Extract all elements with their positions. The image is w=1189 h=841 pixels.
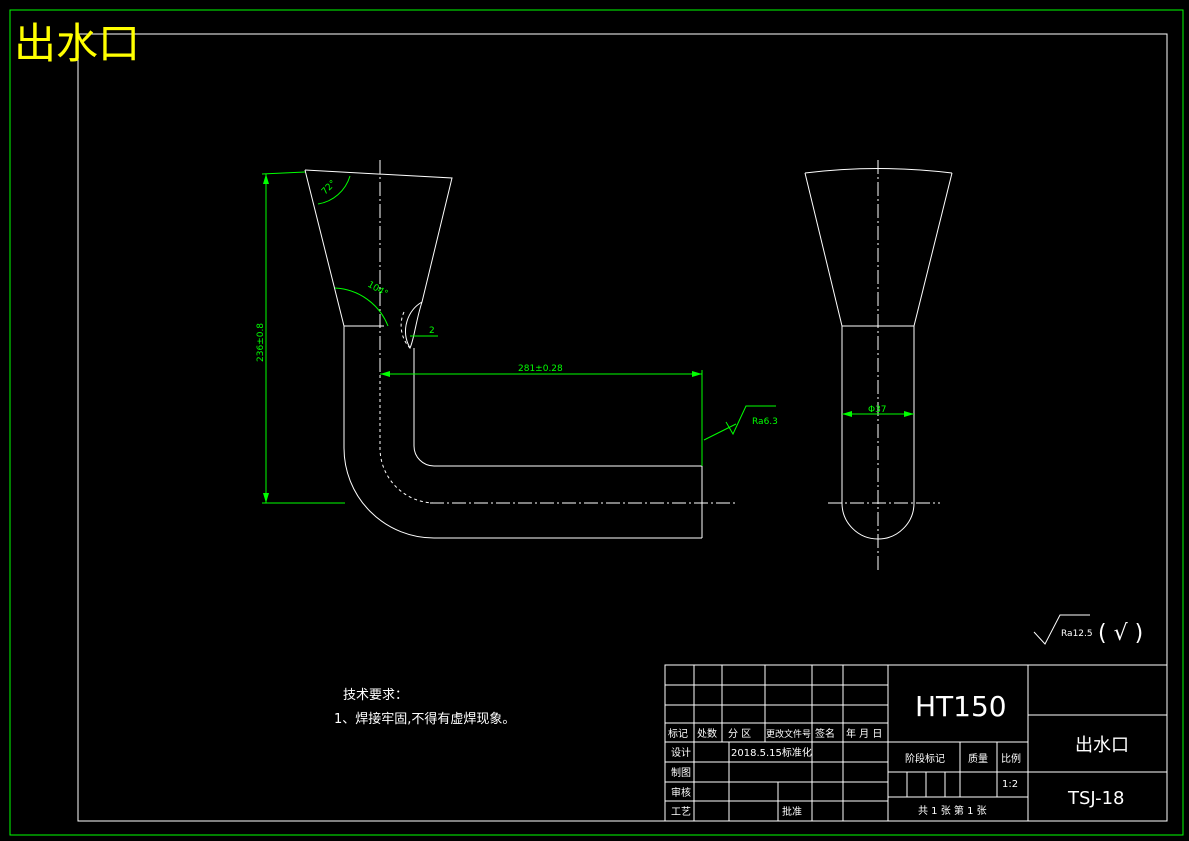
tb-scale: 1:2 <box>1002 779 1018 790</box>
tb-part-name: 出水口 <box>1075 735 1129 756</box>
tb-approve: 批准 <box>782 805 802 818</box>
title-block: 标记 处数 分 区 更改文件号 签名 年 月 日 设计 2018.5.15标准化… <box>664 664 1168 822</box>
tb-stage-mark: 阶段标记 <box>905 752 945 765</box>
tb-sheets: 共 1 张 第 1 张 <box>918 804 987 817</box>
tech-item-1: 1、焊接牢固,不得有虚焊现象。 <box>334 711 515 727</box>
inner-frame <box>77 33 1168 822</box>
tb-col-change-doc: 更改文件号 <box>766 728 811 740</box>
tb-col-mark: 标记 <box>668 728 688 740</box>
tb-col-zone: 分 区 <box>728 728 751 740</box>
roughness-mark: ( √ ) <box>1098 621 1143 646</box>
dim-diameter: Φ37 <box>868 405 887 415</box>
tb-material: HT150 <box>915 690 1007 723</box>
side-view: Φ37 <box>804 160 953 570</box>
tb-ratio: 比例 <box>1001 752 1021 765</box>
tb-weight: 质量 <box>968 753 988 765</box>
tb-col-count: 处数 <box>697 727 717 740</box>
dim-weld-gap: 2 <box>429 326 435 336</box>
dim-length: 281±0.28 <box>518 364 563 374</box>
tb-col-date: 年 月 日 <box>846 727 882 740</box>
roughness-value: Ra12.5 <box>1061 629 1093 639</box>
general-roughness: Ra12.5 ( √ ) <box>1033 614 1143 646</box>
dim-angle-top: 72° <box>320 179 338 197</box>
dim-height: 236±0.8 <box>256 323 266 362</box>
dim-roughness-local: Ra6.3 <box>752 417 778 427</box>
tb-drawing-no: TSJ-18 <box>1067 788 1125 809</box>
front-view <box>304 160 735 539</box>
tb-col-sign: 签名 <box>815 727 835 740</box>
drawing-title: 出水口 <box>14 19 140 68</box>
outer-border <box>9 9 1184 836</box>
tb-row-design: 设计 <box>671 746 691 759</box>
tb-row-draw: 制图 <box>671 766 691 779</box>
tb-row-review: 审核 <box>671 786 691 799</box>
tb-design-value: 2018.5.15标准化 <box>731 746 812 759</box>
dim-angle-joint: 104° <box>366 280 390 300</box>
tb-row-process: 工艺 <box>671 806 691 818</box>
tech-heading: 技术要求： <box>343 688 408 703</box>
front-dimensions: 236±0.8 281±0.28 72° 104° 2 Ra6.3 <box>256 171 778 504</box>
